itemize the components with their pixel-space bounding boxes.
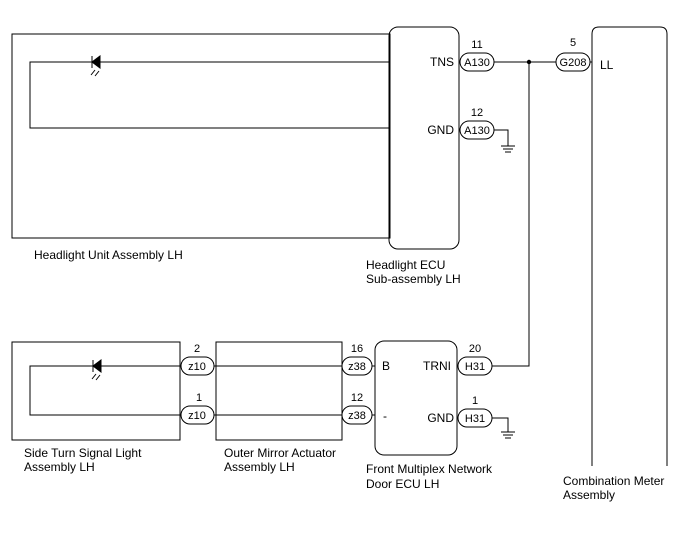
pin-number: 1: [196, 392, 202, 404]
side-turn-box: [11, 341, 181, 441]
connector-h31-trni: [457, 356, 493, 376]
combination-meter-box: [591, 26, 668, 466]
connector-code: z10: [188, 410, 206, 422]
wire-door-gnd: [492, 417, 509, 432]
headlight-led-icon: [90, 55, 101, 77]
terminal-ll: LL: [600, 58, 614, 72]
front-multiplex-box: [374, 340, 458, 456]
ground-symbol-ecu: [501, 145, 515, 153]
terminal-b: B: [382, 359, 390, 373]
pin-number: 16: [351, 343, 363, 355]
headlight-wire-loop: [29, 61, 389, 129]
connector-z10-bot: [180, 405, 215, 425]
outer-mirror-label: Outer Mirror Actuator: [224, 446, 336, 460]
connector-z38-top: [341, 356, 373, 376]
pin-number: 5: [570, 37, 576, 49]
pin-number: 20: [469, 343, 481, 355]
terminal-trni: TRNI: [423, 359, 451, 373]
side-turn-wire-loop: [29, 365, 180, 416]
connector-code: A130: [464, 57, 490, 69]
front-multiplex-label: Front Multiplex Network: [366, 462, 493, 476]
connector-z38-bot: [341, 405, 373, 425]
side-turn-led-icon: [91, 359, 102, 381]
ground-symbol-door: [501, 431, 515, 439]
pin-number: 2: [194, 343, 200, 355]
connector-z10-top: [180, 356, 215, 376]
terminal-minus: -: [383, 409, 387, 423]
side-turn-label: Assembly LH: [24, 460, 95, 474]
front-multiplex-label: Door ECU LH: [366, 477, 439, 491]
wire-ecu-gnd: [494, 129, 509, 146]
terminal-tns: TNS: [430, 55, 454, 69]
headlight-ecu-label: Sub-assembly LH: [366, 272, 461, 286]
pin-number: 12: [351, 392, 363, 404]
side-turn-label: Side Turn Signal Light: [24, 446, 142, 460]
connector-h31-gnd: [457, 408, 493, 428]
combination-meter-label: Assembly: [563, 488, 615, 502]
outer-mirror-box: [215, 341, 343, 441]
connector-code: H31: [465, 413, 485, 425]
connector-a130-gnd: [459, 120, 495, 140]
connector-code: z10: [188, 361, 206, 373]
connector-g208: [555, 52, 591, 72]
connector-code: z38: [348, 410, 366, 422]
splice-point: [526, 59, 532, 65]
connector-a130-tns: [459, 52, 495, 72]
headlight-ecu-label: Headlight ECU: [366, 258, 445, 272]
connector-code: A130: [464, 125, 490, 137]
headlight-unit-label: Headlight Unit Assembly LH: [34, 248, 183, 262]
headlight-ecu-box: [388, 26, 460, 250]
terminal-gnd: GND: [427, 411, 454, 425]
pin-number: 11: [471, 39, 482, 51]
combination-meter-label: Combination Meter: [563, 474, 664, 488]
wire-trni-to-junction: [492, 62, 530, 367]
pin-number: 12: [471, 107, 483, 119]
connector-code: z38: [348, 361, 366, 373]
connector-code: G208: [560, 57, 587, 69]
terminal-gnd: GND: [427, 123, 454, 137]
headlight-unit-box: [11, 33, 391, 239]
outer-mirror-label: Assembly LH: [224, 460, 295, 474]
connector-code: H31: [465, 361, 485, 373]
pin-number: 1: [472, 395, 478, 407]
